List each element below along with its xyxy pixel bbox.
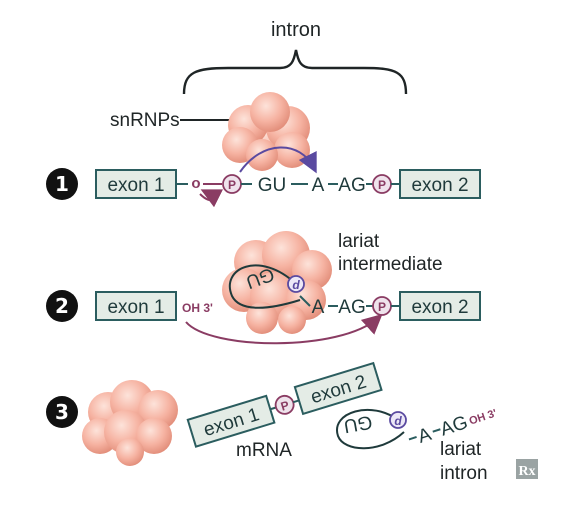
link-loop-a (299, 295, 311, 307)
step-3-badge (46, 396, 78, 428)
exon1-label-step1: exon 1 (107, 175, 164, 196)
o-attack-arrow (199, 189, 223, 208)
step-1-number: 1 (55, 172, 69, 196)
phosphate-label-3: P (378, 300, 386, 314)
link-branch-a-step3 (408, 436, 417, 441)
lariat-loop-step3 (336, 408, 405, 450)
exon1-box-step1 (95, 169, 177, 199)
lariat-loop-step2 (229, 264, 301, 309)
exon2-box-step2 (399, 291, 481, 321)
snrnp-cluster-step3 (82, 380, 178, 466)
oh3-label-step3: OH 3' (468, 407, 499, 427)
branch-point-icon-step2 (287, 275, 305, 293)
phosphate-label-2: P (378, 178, 386, 192)
snrnps-label: snRNPs (110, 110, 180, 131)
exon1-label-step2: exon 1 (107, 297, 164, 318)
link-exon1-p-step3 (269, 406, 277, 411)
lariat-intermediate-label-2: intermediate (338, 254, 443, 275)
gu-seq-step1: GU (258, 175, 287, 196)
phosphate-label-1: P (228, 178, 236, 192)
a-seq-step1: A (312, 175, 325, 196)
intron-label: intron (271, 19, 321, 41)
ag-seq-step3: AG (438, 412, 471, 440)
snrnp-cluster-step1 (222, 92, 310, 171)
exon2-box-step1 (399, 169, 481, 199)
exon2-label-step2: exon 2 (411, 297, 468, 318)
step-1-badge (46, 168, 78, 200)
gu-seq-step3: GU (342, 411, 374, 437)
ag-seq-step1: AG (338, 175, 365, 196)
branch-point-icon-step3 (389, 411, 407, 429)
a-seq-step3: A (415, 424, 434, 448)
o-hydroxyl: o (191, 175, 200, 192)
branch-attack-arrow (239, 146, 317, 174)
step-2-badge (46, 290, 78, 322)
step-2-number: 2 (55, 294, 69, 318)
exon-joining-arrow (185, 314, 383, 345)
branch-label-step2: d (292, 278, 300, 292)
snrnp-cluster-step2 (222, 231, 332, 334)
rx-logo: Rx (518, 464, 535, 479)
lariat-intermediate-label-1: lariat (338, 231, 380, 252)
phosphate-label-4: P (279, 398, 291, 414)
intron-bracket (182, 49, 408, 95)
ag-seq-step2: AG (338, 297, 365, 318)
mrna-label: mRNA (236, 440, 292, 461)
link-a-ag-step3 (432, 428, 441, 433)
exon2-box-step3 (293, 361, 383, 416)
exon2-label-step1: exon 2 (411, 175, 468, 196)
exon1-box-step2 (95, 291, 177, 321)
lariat-intron-label-1: lariat (440, 439, 482, 460)
lariat-intron-label-2: intron (440, 463, 488, 484)
oh3-label-step2: OH 3' (182, 301, 213, 315)
rx-logo-box (516, 459, 538, 479)
a-seq-step2: A (312, 297, 325, 318)
step-3-number: 3 (55, 400, 69, 424)
branch-label-step3: d (394, 414, 402, 428)
